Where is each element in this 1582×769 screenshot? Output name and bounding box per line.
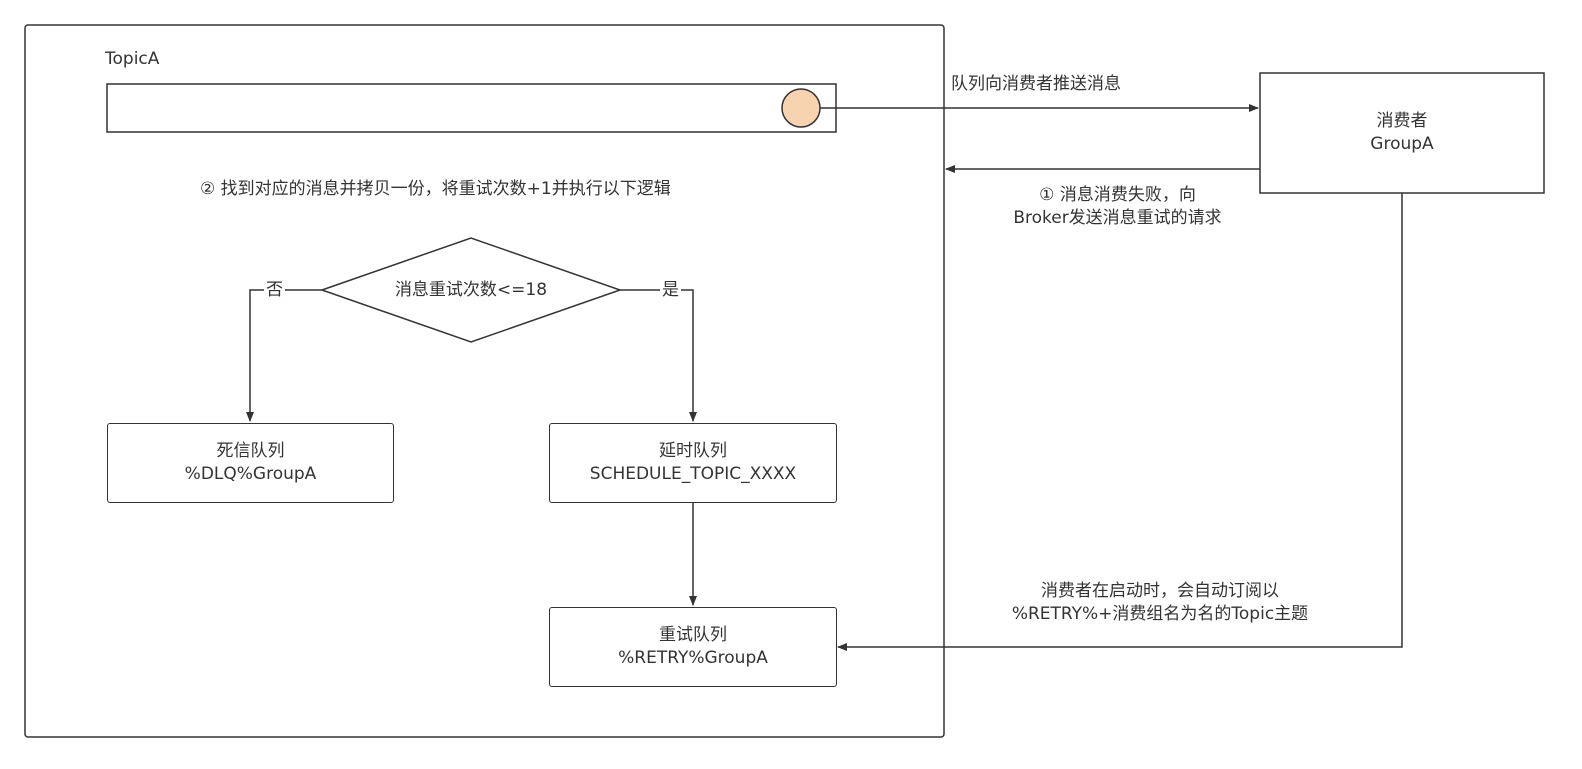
- broker-container: [24, 24, 945, 738]
- schedule-title: 延时队列: [659, 441, 727, 461]
- schedule-topic: SCHEDULE_TOPIC_XXXX: [589, 464, 797, 484]
- dlq-title: 死信队列: [216, 441, 285, 461]
- decision-yes-label: 是: [660, 279, 681, 302]
- decision-text: 消息重试次数<=18: [394, 280, 548, 300]
- yes-branch-arrow: [620, 289, 697, 422]
- retry-box: 重试队列 %RETRY%GroupA: [549, 607, 837, 687]
- topic-queue-bar: [106, 83, 837, 133]
- retry-topic: %RETRY%GroupA: [618, 648, 768, 668]
- retry-title: 重试队列: [659, 625, 727, 645]
- dlq-box: 死信队列 %DLQ%GroupA: [107, 423, 394, 503]
- message-circle: [781, 88, 821, 128]
- step2-label: ② 找到对应的消息并拷贝一份，将重试次数+1并执行以下逻辑: [200, 179, 671, 199]
- consumer-box: 消费者 GroupA: [1260, 73, 1544, 193]
- no-branch-arrow: [246, 289, 322, 422]
- dlq-topic: %DLQ%GroupA: [184, 464, 317, 484]
- fail-label: ① 消息消费失败，向 Broker发送消息重试的请求: [980, 184, 1255, 230]
- subscribe-label-line2: %RETRY%+消费组名为名的Topic主题: [1011, 604, 1309, 624]
- subscribe-label: 消费者在启动时，会自动订阅以 %RETRY%+消费组名为名的Topic主题: [975, 580, 1345, 626]
- fail-label-line1: ① 消息消费失败，向: [1039, 185, 1196, 205]
- consumer-group: GroupA: [1370, 134, 1434, 154]
- push-label: 队列向消费者推送消息: [951, 74, 1121, 94]
- subscribe-label-line1: 消费者在启动时，会自动订阅以: [1041, 581, 1279, 601]
- decision-no-label: 否: [264, 279, 285, 302]
- schedule-box: 延时队列 SCHEDULE_TOPIC_XXXX: [549, 423, 837, 503]
- subscribe-arrow: [837, 193, 1403, 651]
- topic-title: TopicA: [105, 49, 160, 69]
- consumer-title: 消费者: [1376, 111, 1428, 131]
- consumer-box-outline: [1259, 72, 1545, 194]
- fail-label-line2: Broker发送消息重试的请求: [1013, 208, 1222, 228]
